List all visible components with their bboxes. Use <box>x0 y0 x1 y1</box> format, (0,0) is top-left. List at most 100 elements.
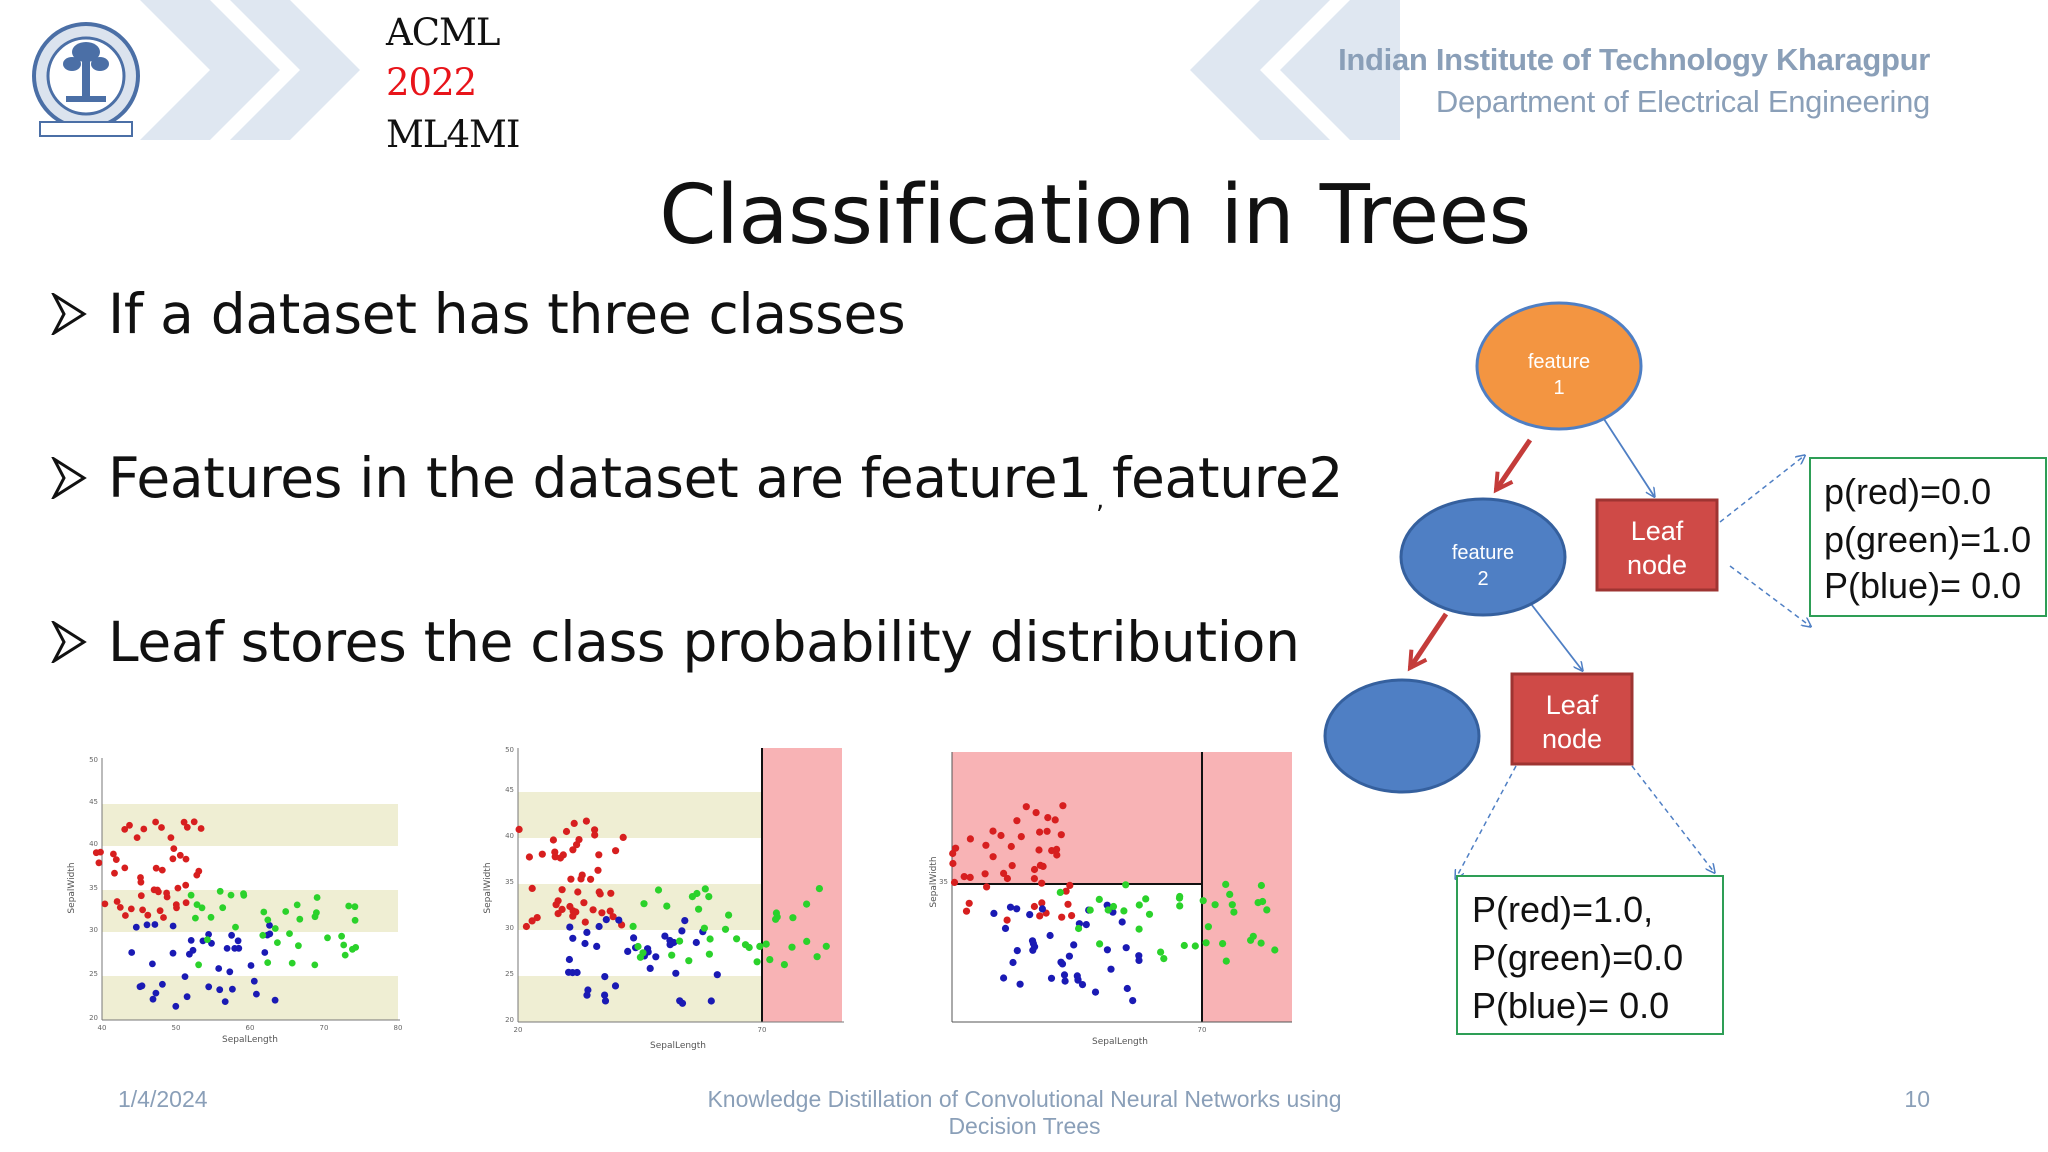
scatter-point <box>611 982 620 990</box>
scatter-point <box>232 923 239 931</box>
scatter-point <box>803 937 811 945</box>
scatter-point <box>205 983 213 991</box>
scatter-point <box>1044 814 1052 822</box>
scatter-point <box>1226 890 1234 898</box>
scatter-point <box>706 935 714 943</box>
class-distribution-box <box>1809 457 2047 617</box>
scatter-point <box>197 825 205 832</box>
scatter-point <box>989 827 997 835</box>
scatter-point <box>581 918 589 926</box>
conference-year: 2022 <box>386 61 477 104</box>
scatter-point <box>591 831 599 839</box>
conference-workshop: ML4MI <box>386 113 520 156</box>
scatter-point <box>190 818 198 826</box>
scatter-point <box>137 874 144 881</box>
scatter-point <box>589 906 597 914</box>
scatter-point <box>250 977 258 985</box>
scatter-point <box>1013 905 1021 913</box>
edge-leaf-to-dist <box>1631 765 1714 872</box>
scatter-point <box>601 991 609 999</box>
scatter-point <box>705 893 713 901</box>
scatter-point <box>1035 846 1043 854</box>
scatter-point <box>221 998 229 1005</box>
scatter-point <box>340 941 348 949</box>
scatter-point <box>574 888 582 896</box>
child-node <box>1399 497 1567 617</box>
scatter-point <box>205 931 213 938</box>
scatter-point <box>652 953 660 961</box>
scatter-point <box>167 834 175 841</box>
scatter-point <box>1257 939 1265 947</box>
scatter-point <box>525 853 533 861</box>
scatter-point <box>1271 946 1279 954</box>
scatter-plot-3: 35 70 SepalLength SepalWidth <box>929 752 1292 1047</box>
scatter-point <box>247 962 255 969</box>
scatter-point <box>313 894 321 901</box>
scatter-point <box>1003 874 1011 883</box>
scatter-point <box>1075 924 1083 933</box>
scatter-point <box>1066 881 1074 889</box>
scatter-point <box>733 935 741 943</box>
scatter-point <box>138 982 146 990</box>
scatter-point <box>1000 974 1008 982</box>
scatter-point <box>173 904 180 912</box>
scatter-point <box>1086 906 1094 914</box>
leaf-node <box>1595 498 1719 592</box>
scatter-point <box>1160 955 1168 963</box>
scatter-point <box>681 917 689 925</box>
x-axis-label: SepalLength <box>222 1035 278 1045</box>
scatter-point <box>1095 895 1103 903</box>
scatter-point <box>1070 941 1078 949</box>
scatter-point <box>127 905 135 913</box>
scatter-point <box>351 903 359 911</box>
scatter-point <box>149 995 157 1003</box>
scatter-point <box>1057 831 1065 839</box>
scatter-point <box>663 902 671 910</box>
y-tick-label: 30 <box>89 926 98 934</box>
scatter-point <box>122 912 129 919</box>
scatter-point <box>126 821 133 829</box>
scatter-point <box>634 942 642 951</box>
scatter-point <box>295 942 302 950</box>
scatter-point <box>1000 869 1008 877</box>
scatter-point <box>1228 901 1236 909</box>
scatter-point <box>1259 897 1267 906</box>
scatter-point <box>789 914 797 922</box>
scatter-point <box>1038 905 1046 913</box>
scatter-point <box>351 916 359 924</box>
scatter-point <box>192 914 199 922</box>
scatter-point <box>187 891 195 899</box>
scatter-point <box>240 890 247 898</box>
scatter-point <box>1118 918 1126 926</box>
arrow-bullet-icon <box>51 457 87 499</box>
scatter-point <box>139 906 146 914</box>
scatter-point <box>556 854 564 862</box>
scatter-point <box>640 900 648 908</box>
distribution-line: P(green)=0.0 <box>1472 937 1683 978</box>
scatter-point <box>528 884 536 892</box>
scatter-point <box>983 883 991 891</box>
scatter-point <box>1249 932 1257 940</box>
bullet-separator: , <box>1095 485 1104 515</box>
scatter-point <box>163 889 170 897</box>
scatter-point <box>1029 940 1037 948</box>
scatter-point <box>822 942 830 950</box>
scatter-point <box>1176 902 1184 910</box>
scatter-point <box>607 889 615 897</box>
scatter-point <box>569 934 577 942</box>
scatter-point <box>260 908 268 916</box>
scatter-point <box>762 940 770 948</box>
scatter-point <box>349 945 356 953</box>
scatter-point <box>341 951 349 959</box>
x-tick-label: 60 <box>246 1024 255 1032</box>
scatter-point <box>538 850 546 858</box>
scatter-point <box>549 836 557 844</box>
leaf-node-label: Leaf <box>1631 516 1684 546</box>
scatter-point <box>1001 924 1010 932</box>
scatter-point <box>566 923 574 931</box>
scatter-point <box>1120 907 1128 915</box>
scatter-point <box>1135 901 1143 909</box>
scatter-point <box>815 885 823 893</box>
scatter-point <box>271 996 279 1004</box>
